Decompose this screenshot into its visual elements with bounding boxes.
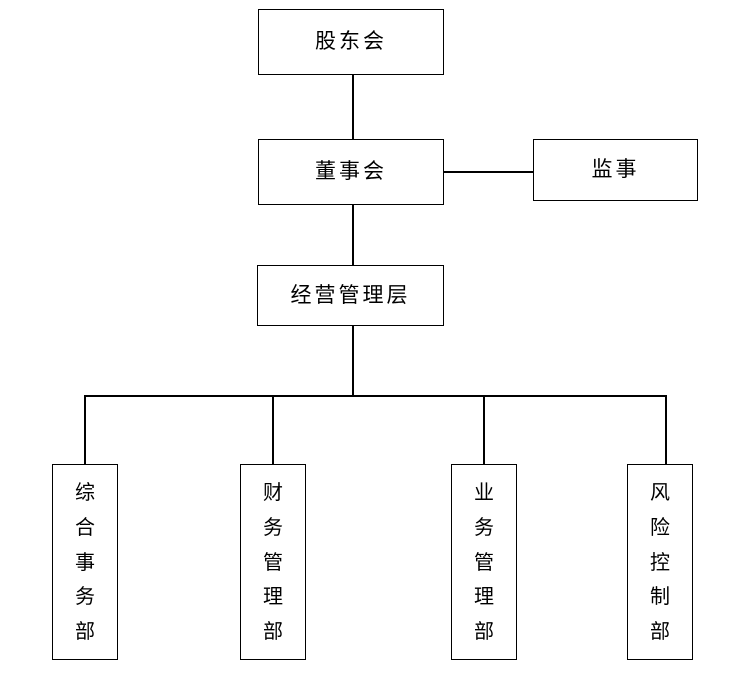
node-department-risk-control[interactable]: 风 险 控 制 部 (627, 464, 693, 660)
connector-department-bus (84, 395, 666, 397)
node-department-business-management-label: 业 务 管 理 部 (474, 480, 494, 644)
node-management-label: 经营管理层 (290, 282, 411, 307)
connector-bus-to-department-1 (84, 395, 86, 465)
node-shareholders-meeting[interactable]: 股东会 (258, 9, 444, 75)
connector-board-to-supervisor (444, 171, 533, 173)
connector-bus-to-department-2 (272, 395, 274, 465)
connector-management-to-bus (352, 326, 354, 396)
node-department-general-affairs[interactable]: 综 合 事 务 部 (52, 464, 118, 660)
connector-bus-to-department-4 (665, 395, 667, 465)
connector-board-to-management (352, 205, 354, 265)
connector-shareholders-to-board (352, 75, 354, 140)
node-department-general-affairs-label: 综 合 事 务 部 (75, 480, 95, 644)
node-supervisor-label: 监事 (591, 157, 640, 182)
node-department-risk-control-label: 风 险 控 制 部 (650, 480, 670, 644)
node-supervisor[interactable]: 监事 (533, 139, 698, 201)
node-shareholders-meeting-label: 股东会 (315, 29, 387, 54)
node-board-of-directors[interactable]: 董事会 (258, 139, 444, 205)
node-department-business-management[interactable]: 业 务 管 理 部 (451, 464, 517, 660)
node-management[interactable]: 经营管理层 (257, 265, 444, 326)
node-department-financial-management-label: 财 务 管 理 部 (263, 480, 283, 644)
node-department-financial-management[interactable]: 财 务 管 理 部 (240, 464, 306, 660)
node-board-of-directors-label: 董事会 (315, 159, 387, 184)
connector-bus-to-department-3 (483, 395, 485, 465)
